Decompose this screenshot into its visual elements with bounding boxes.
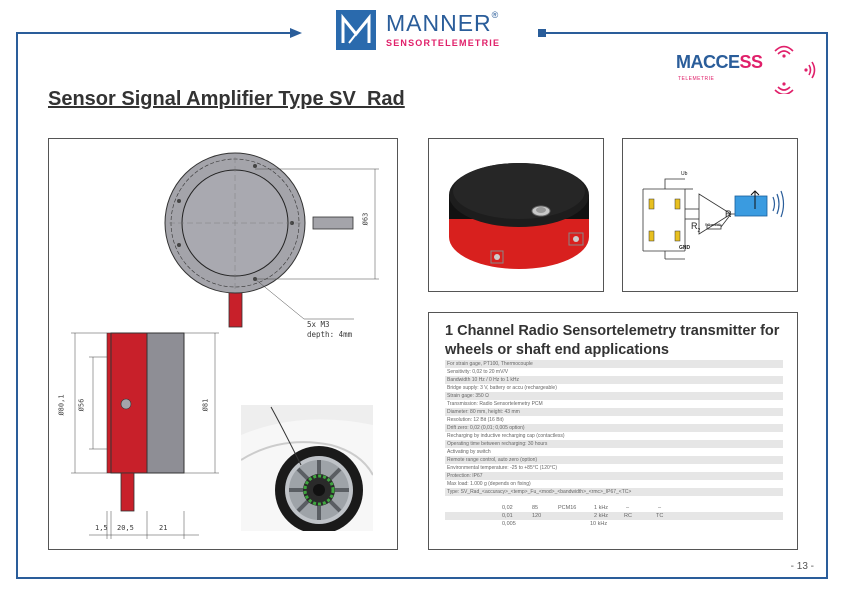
circuit-diagram [642,178,785,260]
dim-81-label: Ø81 [201,398,210,412]
spec-row: Transmission: Radio Sensortelemetry PCM [447,401,543,407]
spec-row: For strain gage, PT100, Thermocouple [445,360,783,368]
type-table-cell: 85 [532,505,539,511]
maccess-sub: TELEMETRIE [678,76,715,82]
page-title: Sensor Signal Amplifier Type SV_Rad [48,88,405,110]
spec-row: Activating by switch [447,449,491,455]
maccess-logo: MACCESS [676,52,763,72]
dim-1-5-label: 1,5 [95,524,108,532]
dim-56-label: Ø56 [77,398,86,412]
circuit-ub-label: Ub [681,171,688,177]
dim-21-label: 21 [159,524,168,532]
type-table-cell: 0,01 [502,513,513,519]
spec-row: Diameter: 80 mm, height: 43 mm [445,408,783,416]
type-table-cell: RC [624,513,632,519]
frame-arrow-icon [290,28,302,38]
frame-top-right [540,32,828,34]
circuit-r2-label: R2 [691,221,701,234]
spec-title: 1 Channel Radio Sensortelemetry transmit… [445,323,780,358]
product-photo-panel [428,138,604,292]
note-line-2: depth: 4mm [307,330,353,339]
technical-drawing-panel: Ø63 5x M3 depth: 4mm Ø80,1 Ø56 Ø81 1,5 2… [48,138,398,550]
dim-20-5-label: 20,5 [117,524,134,532]
frame-bottom [16,577,828,579]
type-table-cell: 0,02 [502,505,513,511]
spec-row: Bandwidth 10 Hz / 0 Hz to 1 kHz [445,376,783,384]
type-table-cell: TC [656,513,664,519]
manner-logo-icon [336,10,376,50]
type-table-cell: 120 [532,513,542,519]
type-table-cell: 1 kHz [594,505,609,511]
circuit-diagram-panel: Ub GND R2 R RG or RG [622,138,798,292]
page-number: - 13 - [790,561,814,572]
type-table-row [445,504,783,512]
type-table-row [445,512,783,520]
type-table-cell: 2 kHz [594,513,609,519]
spec-row: Sensitivity: 0,02 to 20 mV/V [447,369,509,375]
spec-row: Operating time between recharging: 30 ho… [445,440,783,448]
spec-row: Max load: 1.000 g (depends on fixing) [447,481,531,487]
type-table-cell: 10 kHz [590,521,608,527]
spec-row: Type: SV_Rad_<accuracy>_<temp>_Fu_<mod>_… [445,488,783,496]
product-photo [449,163,589,269]
frame-top-left [16,32,294,34]
type-table-cell: – [626,505,630,511]
note-line-1: 5x M3 [307,320,330,329]
circuit-rg-label: RG or RG [705,223,721,227]
spec-row: Protection: IP67 [445,472,783,480]
spec-row: Resolution: 12 Bit (16 Bit) [447,417,504,423]
type-table-cell: – [658,505,662,511]
spec-row: Recharging by inductive recharging cap (… [447,433,565,439]
circuit-gnd-label: GND [679,245,691,251]
wheel-photo [241,405,373,531]
technical-drawing [71,152,379,539]
spec-row: Strain gage: 350 Ω [445,392,783,400]
type-table-cell: PCM16 [558,505,577,511]
spec-row: Bridge supply: 3 V, battery or accu (rec… [447,385,557,391]
circuit-r-label: R [725,209,732,219]
type-table-cell: 0,005 [502,521,516,527]
dim-63-label: Ø63 [361,212,370,226]
spec-row: Environmental temperature: -25 to +85°C … [447,465,558,471]
frame-square-icon [538,29,546,37]
frame-left [16,32,18,579]
wireless-signal-icon [774,45,816,94]
dim-80-label: Ø80,1 [57,394,66,416]
frame-right [826,32,828,579]
spec-row: Remote range control, auto zero (option) [445,456,783,464]
spec-row: Drift zero: 0,02 (0,01; 0,005 option) [445,424,783,432]
brand-name: MANNER® [386,10,500,36]
brand-tagline: SENSORTELEMETRIE [386,38,501,48]
